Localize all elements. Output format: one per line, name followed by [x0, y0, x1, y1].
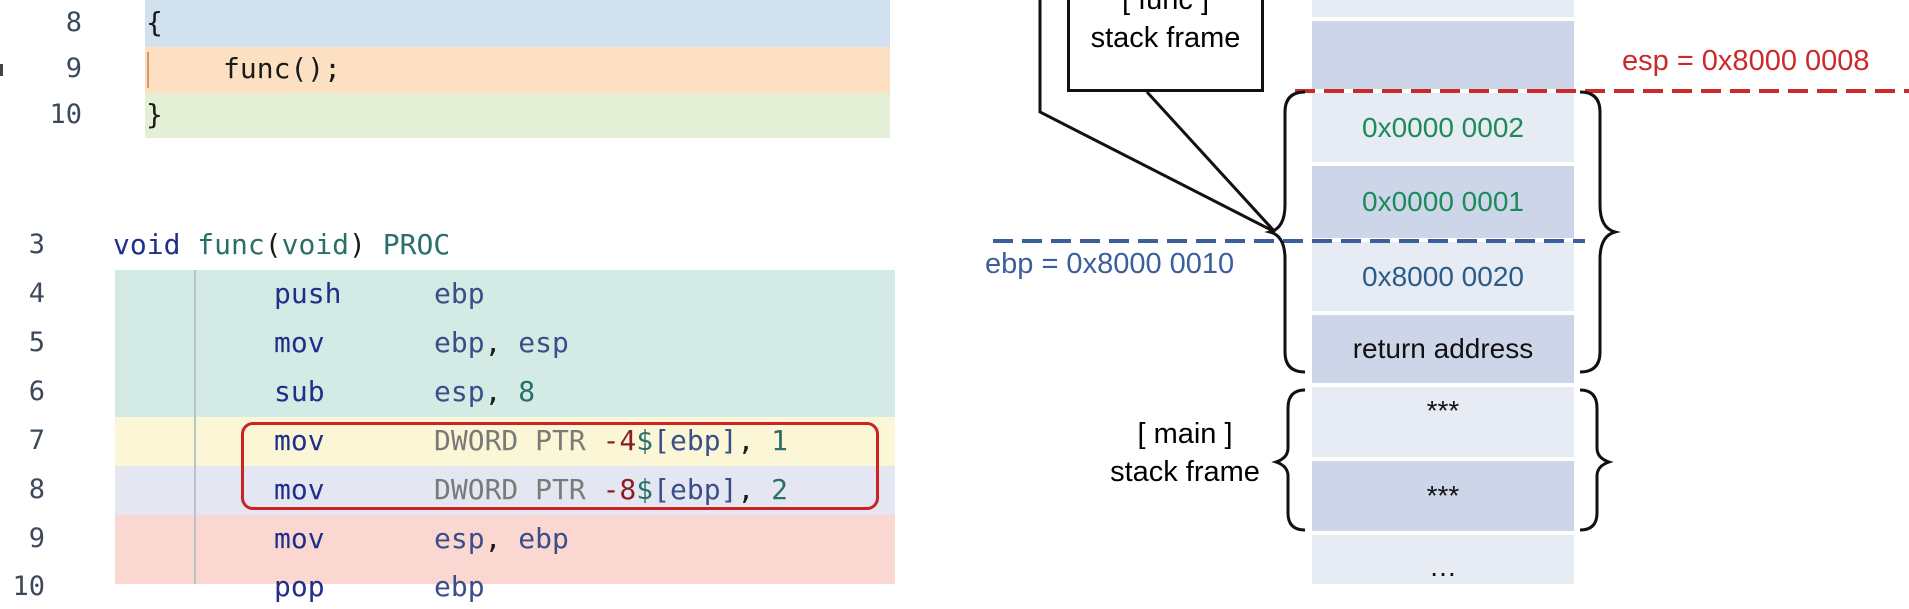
callout-line-2: [1145, 90, 1277, 234]
func-frame-right-brace: [1579, 90, 1621, 374]
stack-cell-main-1: ***: [1312, 387, 1574, 457]
asm-separator: ,: [484, 375, 519, 408]
asm-memory-ref: [ebp]: [653, 473, 738, 506]
main-frame-label: [ main ] stack frame: [1090, 415, 1280, 491]
stack-cell-empty: [1312, 21, 1574, 89]
asm-separator: ,: [484, 522, 519, 555]
paren-open: (: [264, 228, 282, 261]
asm-proc-header: void func(void) PROC: [113, 223, 450, 267]
stack-cell-return-address: return address: [1312, 315, 1574, 383]
asm-line-number: 8: [28, 474, 45, 505]
keyword-void: void: [113, 228, 181, 261]
asm-operands: esp, ebp: [434, 517, 569, 561]
source-line-number: 9: [65, 53, 82, 84]
callout-line: [1038, 0, 1276, 234]
main-frame-label-line1: [ main ]: [1137, 418, 1233, 450]
asm-mnemonic: mov: [274, 424, 325, 457]
stack-cell-local-2: 0x0000 0002: [1312, 93, 1574, 162]
current-line-marker: [147, 52, 149, 88]
esp-label: esp = 0x8000 0008: [1622, 45, 1870, 77]
asm-register: esp: [518, 326, 569, 359]
source-line-number: 10: [49, 99, 82, 130]
source-line-10-band: [145, 93, 890, 138]
asm-operand: ebp: [434, 277, 485, 310]
func-frame-label-line1: [ func ]: [1121, 0, 1210, 16]
source-line-code: func();: [223, 52, 342, 85]
func-frame-left-brace: [1264, 90, 1306, 374]
stack-cell-saved-ebp: 0x8000 0020: [1312, 242, 1574, 311]
main-frame-right-brace: [1579, 388, 1614, 532]
asm-line-number: 7: [28, 425, 45, 456]
asm-offset: -4: [602, 424, 637, 457]
stack-cell-top: [1312, 0, 1574, 17]
paren-close: ): [349, 228, 366, 261]
asm-immediate: 2: [771, 473, 789, 506]
asm-separator: ,: [484, 326, 519, 359]
func-frame-label-line2: stack frame: [1090, 22, 1241, 54]
stack-cell-ellipsis: …: [1312, 535, 1574, 584]
keyword-proc: PROC: [382, 228, 451, 261]
asm-row-prologue: [115, 270, 895, 417]
asm-operands: esp, 8: [434, 370, 535, 414]
highlight-box: [241, 422, 879, 510]
indent-guide: [194, 270, 196, 584]
asm-mnemonic: sub: [274, 375, 325, 408]
asm-mnemonic: mov: [274, 522, 325, 555]
asm-register: ebp: [518, 522, 569, 555]
asm-dollar: $: [636, 473, 654, 506]
asm-offset: -8: [602, 473, 637, 506]
asm-line-number: 6: [28, 376, 45, 407]
asm-row-epilogue: [115, 515, 895, 584]
source-line-9-band: [145, 47, 890, 93]
stack-annotations: [993, 0, 1909, 532]
source-line-code: }: [146, 98, 163, 131]
stack-cell-local-1: 0x0000 0001: [1312, 166, 1574, 238]
asm-line-number: 4: [28, 278, 45, 309]
asm-register: ebp: [434, 326, 485, 359]
asm-line-number: 9: [28, 523, 45, 554]
asm-operands: DWORD PTR -8$[ebp], 2: [434, 468, 788, 512]
asm-immediate: 1: [771, 424, 789, 457]
asm-memory-ref: [ebp]: [653, 424, 738, 457]
asm-register: esp: [434, 522, 485, 555]
main-frame-label-line2: stack frame: [1110, 456, 1260, 488]
stack-cell-main-2: ***: [1312, 461, 1574, 531]
function-name: func: [197, 228, 265, 261]
source-line-code: {: [146, 6, 163, 39]
asm-mnemonic: push: [274, 277, 342, 310]
asm-mnemonic: mov: [274, 326, 325, 359]
func-frame-label: [ func ] stack frame: [1067, 0, 1264, 57]
param-void: void: [281, 228, 350, 261]
asm-operands: ebp, esp: [434, 321, 569, 365]
breakpoint-gutter-mark: [0, 64, 3, 76]
asm-immediate: 8: [518, 375, 536, 408]
asm-dollar: $: [636, 424, 654, 457]
ebp-label: ebp = 0x8000 0010: [985, 248, 1235, 280]
asm-register: esp: [434, 375, 485, 408]
asm-operands: DWORD PTR -4$[ebp], 1: [434, 419, 788, 463]
func-frame-label-box: [1067, 0, 1264, 92]
asm-ptr-qualifier: DWORD PTR: [434, 473, 603, 506]
asm-line-number: 3: [28, 229, 45, 260]
asm-line-number: 5: [28, 327, 45, 358]
asm-separator: ,: [737, 473, 772, 506]
main-frame-left-brace: [1271, 388, 1306, 532]
source-line-8-band: [145, 0, 890, 47]
asm-ptr-qualifier: DWORD PTR: [434, 424, 603, 457]
source-line-number: 8: [65, 7, 82, 38]
asm-separator: ,: [737, 424, 772, 457]
asm-mnemonic: mov: [274, 473, 325, 506]
